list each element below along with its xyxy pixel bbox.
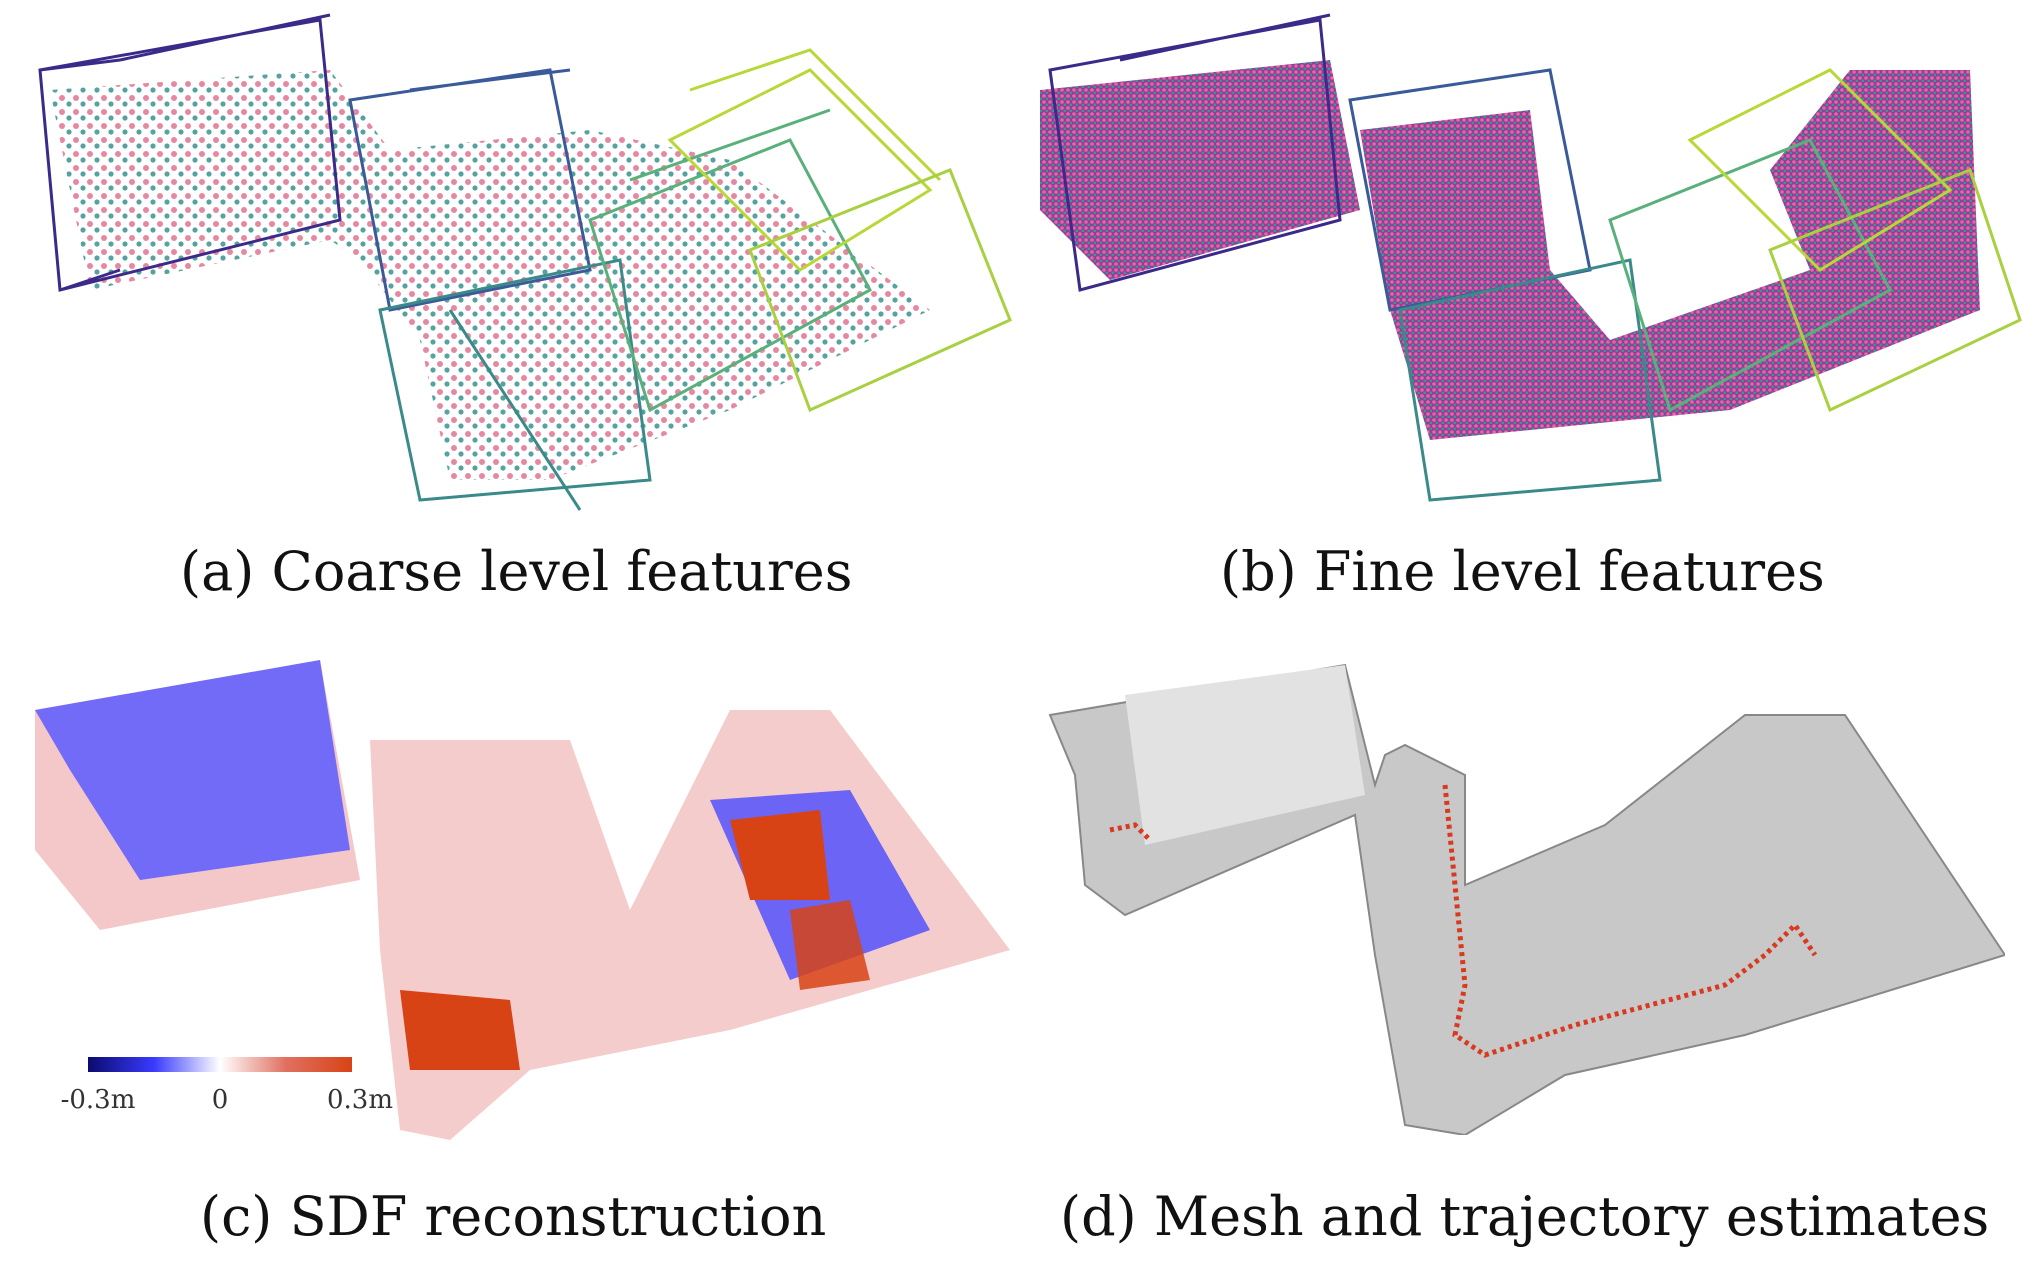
caption-a-text: Coarse level features	[271, 540, 853, 603]
sdf-positive-region	[730, 810, 830, 900]
caption-d-label: (d)	[1060, 1185, 1137, 1248]
caption-a: (a) Coarse level features	[180, 540, 852, 603]
panel-a-coarse-features	[38, 13, 1012, 511]
sdf-positive-region	[400, 990, 520, 1070]
panel-c-sdf-reconstruction: -0.3m 0 0.3m	[35, 660, 1010, 1140]
panel-d-mesh-trajectory	[1048, 663, 2005, 1135]
caption-c: (c) SDF reconstruction	[200, 1185, 826, 1248]
coarse-feature-points	[50, 70, 930, 480]
sdf-negative-region	[35, 660, 350, 880]
colorbar-min-label: -0.3m	[61, 1085, 136, 1115]
voxel-wireframes	[1048, 13, 2022, 502]
caption-a-label: (a)	[180, 540, 255, 603]
caption-d: (d) Mesh and trajectory estimates	[1060, 1185, 1989, 1248]
fine-feature-points	[1040, 60, 1360, 280]
mesh-wall	[1125, 665, 1365, 845]
caption-b: (b) Fine level features	[1220, 540, 1825, 603]
fine-feature-points	[1360, 70, 1980, 440]
sdf-positive-region	[790, 900, 870, 990]
trajectory	[1442, 784, 1818, 1058]
caption-c-label: (c)	[200, 1185, 273, 1248]
caption-b-text: Fine level features	[1313, 540, 1825, 603]
trajectory	[1109, 822, 1152, 842]
colorbar-mid-label: 0	[212, 1085, 229, 1115]
voxel-wireframes	[38, 13, 1012, 511]
caption-b-label: (b)	[1220, 540, 1297, 603]
colorbar	[88, 1057, 352, 1072]
panel-b-fine-features	[1040, 13, 2022, 502]
caption-c-text: SDF reconstruction	[289, 1185, 827, 1248]
caption-d-text: Mesh and trajectory estimates	[1153, 1185, 1990, 1248]
colorbar-max-label: 0.3m	[327, 1085, 393, 1115]
